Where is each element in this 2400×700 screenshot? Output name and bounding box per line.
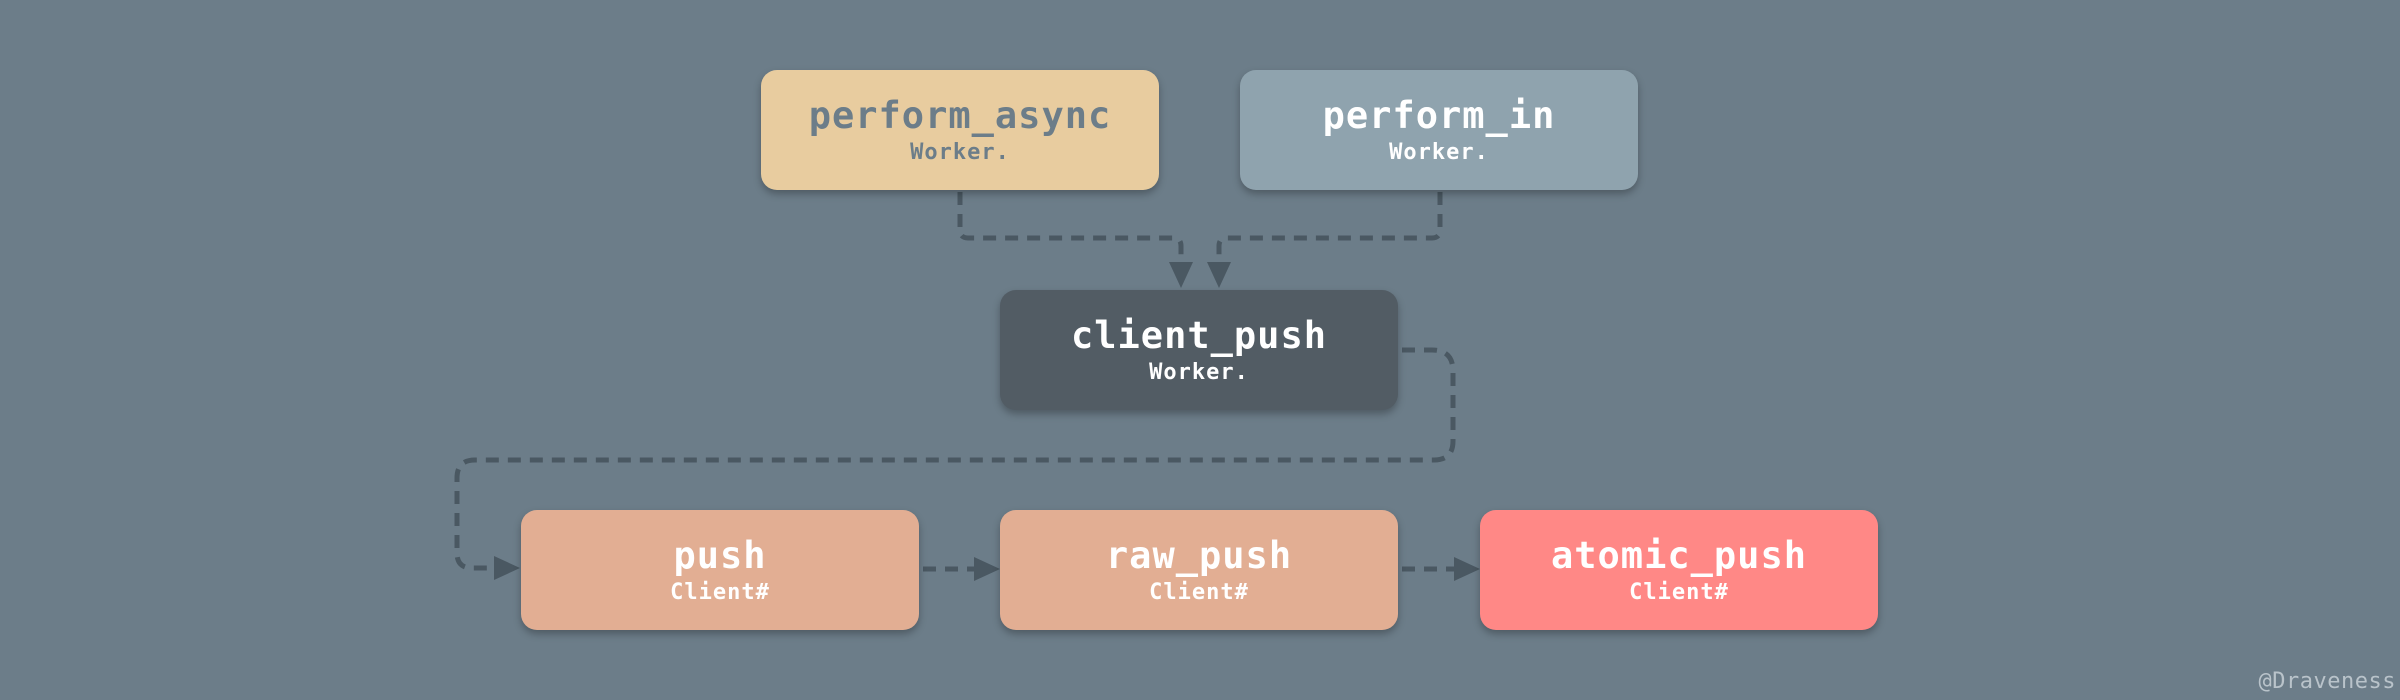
node-perform-async: perform_async Worker. bbox=[761, 70, 1159, 190]
node-raw-push: raw_push Client# bbox=[1000, 510, 1398, 630]
receiver-prefix: Worker. bbox=[1149, 360, 1249, 385]
arrowhead-client-push-edge bbox=[494, 556, 520, 580]
arrowhead-perform-async-edge bbox=[1169, 262, 1193, 288]
receiver-prefix: Worker. bbox=[1389, 140, 1489, 165]
arrowhead-raw-push-edge bbox=[1454, 557, 1480, 581]
arrowhead-push-edge bbox=[974, 557, 1000, 581]
method-name: atomic_push bbox=[1550, 534, 1808, 577]
method-name: client_push bbox=[1070, 314, 1328, 357]
receiver-prefix: Worker. bbox=[910, 140, 1010, 165]
method-name: perform_in bbox=[1322, 94, 1556, 137]
node-push: push Client# bbox=[521, 510, 919, 630]
node-client-push: client_push Worker. bbox=[1000, 290, 1398, 410]
edge-perform-in-to-client-push bbox=[1216, 192, 1443, 268]
arrowhead-perform-in-edge bbox=[1207, 262, 1231, 288]
receiver-prefix: Client# bbox=[1629, 580, 1729, 605]
receiver-prefix: Client# bbox=[1149, 580, 1249, 605]
method-name: raw_push bbox=[1105, 534, 1293, 577]
node-atomic-push: atomic_push Client# bbox=[1480, 510, 1878, 630]
node-perform-in: perform_in Worker. bbox=[1240, 70, 1638, 190]
author-watermark: @Draveness bbox=[2258, 669, 2396, 694]
method-name: push bbox=[673, 534, 767, 577]
method-name: perform_async bbox=[808, 94, 1112, 137]
receiver-prefix: Client# bbox=[670, 580, 770, 605]
edge-client-push-to-push bbox=[454, 347, 1456, 571]
edge-perform-async-to-client-push bbox=[957, 192, 1184, 268]
